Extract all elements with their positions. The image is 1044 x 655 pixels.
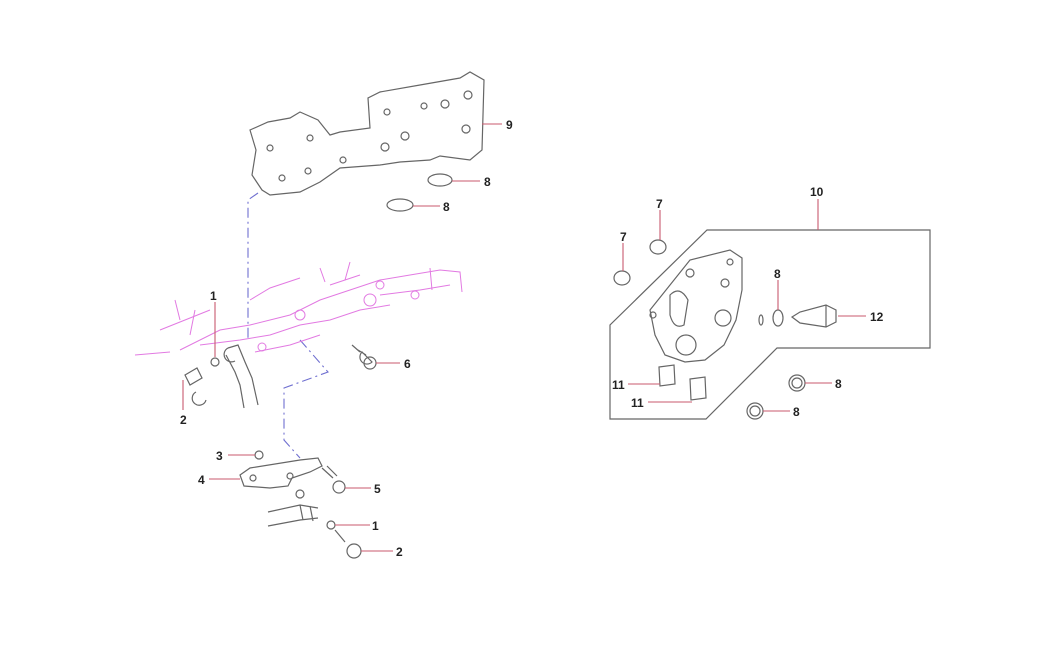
washer [295,489,305,499]
part-5-head [332,480,346,494]
part-4-bracket [239,457,323,489]
right-assembly: 10 7 7 8 12 11 11 8 8 [609,185,931,420]
part-10-boundary [609,229,931,420]
leader-lines [182,123,502,552]
callout-7: 7 [656,197,663,211]
part-2-shaft [334,529,346,543]
pipe [267,504,319,527]
tube [223,344,259,409]
part-8-oring-small [758,314,764,326]
callout-7: 7 [620,230,627,244]
part-8-oring [427,173,453,187]
part-12-sensor [790,304,837,328]
callout-9: 9 [506,118,513,132]
part-6-screw [351,344,373,365]
callout-12: 12 [870,310,884,324]
part-2-plug [184,367,207,406]
callout-2: 2 [396,545,403,559]
part-5-screw [321,465,338,479]
callout-8: 8 [793,405,800,419]
callout-6: 6 [404,357,411,371]
part-9-holes [266,90,473,182]
callout-11: 11 [631,396,644,410]
part-11-plug [689,376,707,401]
part-10-ports [649,258,734,356]
part-2-head [346,543,362,559]
callout-11: 11 [612,378,625,392]
part-8-oring [386,198,414,212]
part-1-washer [326,520,336,530]
part-8-oring [772,309,784,327]
part-9-plate [249,71,485,196]
left-assembly: 9 8 8 1 2 6 3 4 5 1 2 [134,71,513,559]
callout-8: 8 [484,175,491,189]
leader-lines [622,199,866,412]
part-4-hole [286,472,294,480]
part-8-oring-inner [791,377,803,389]
ghost-valve-body [134,261,463,356]
part-10-housing [649,249,743,363]
part-7-plug [649,239,667,255]
part-8-oring-inner [749,405,761,417]
callout-8: 8 [774,267,781,281]
part-3-ball [254,450,264,460]
callout-8: 8 [835,377,842,391]
callout-5: 5 [374,482,381,496]
part-4-hole [249,474,257,482]
part-1-ball [210,357,220,367]
callout-10: 10 [810,185,824,199]
part-7-plug [613,270,631,286]
part-11-plug [658,364,676,387]
callout-4: 4 [198,473,205,487]
callout-2: 2 [180,413,187,427]
callout-1: 1 [210,289,217,303]
centerline [247,192,329,459]
callout-8: 8 [443,200,450,214]
callout-3: 3 [216,449,223,463]
callout-1: 1 [372,519,379,533]
